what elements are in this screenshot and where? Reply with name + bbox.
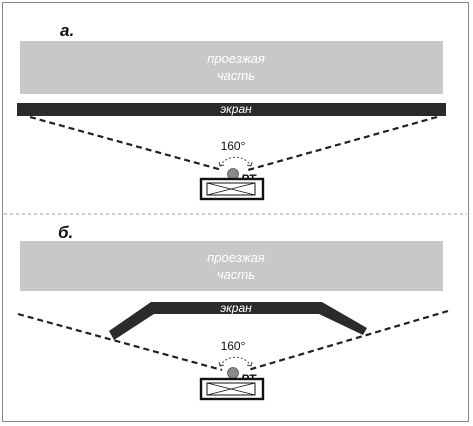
panel-b-screen-label: экран (220, 301, 252, 315)
panel-a-arc-arrow-right (246, 161, 253, 167)
panel-a-angle-label: 160° (221, 139, 246, 153)
panel-b-angle-label: 160° (221, 339, 246, 353)
panel-a-screen (17, 103, 446, 116)
panel-a-road (20, 41, 443, 94)
panel-a-road-label-line2: часть (217, 68, 255, 83)
panel-b-camera-icon (227, 367, 239, 379)
panel-b-screen (109, 302, 367, 340)
panel-a-view-line-left (29, 115, 223, 172)
panel-b-road (20, 241, 443, 291)
panel-b-road-label-line1: проезжая (207, 250, 265, 265)
panel-b-label: б. (58, 223, 73, 242)
panel-a: а. проезжая часть экран 160° РТ (17, 21, 446, 201)
panel-b-device-cross-2 (206, 382, 256, 396)
panel-a-screen-label: экран (220, 102, 252, 116)
panel-a-road-label-line1: проезжая (207, 51, 265, 66)
panel-b-arc-arrow-left (218, 361, 225, 367)
panel-b-road-label-line2: часть (217, 267, 255, 282)
panel-b-view-line-left (17, 312, 223, 372)
panel-a-arc-arrow-left (218, 161, 225, 167)
panel-b-arc-arrow-right (246, 361, 253, 367)
panel-a-view-line-right (247, 115, 438, 172)
panel-a-device-cross-2 (206, 182, 256, 196)
panel-b: б. проезжая часть экран 160° РТ (17, 223, 449, 401)
panel-b-view-line-right (247, 309, 449, 372)
panel-a-label: а. (60, 21, 74, 40)
panel-b-angle-arc (219, 356, 252, 367)
panel-a-angle-arc (219, 156, 252, 167)
